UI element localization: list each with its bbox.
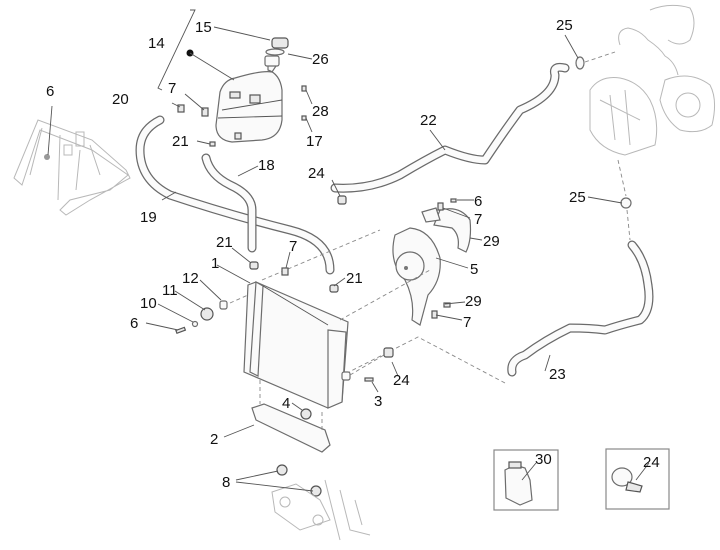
- clamp-24-top: [337, 195, 347, 205]
- dash-line-23-radiator: [342, 336, 506, 384]
- callout-7-fan-top: 7: [474, 211, 482, 228]
- callout-6-radiator: 6: [130, 315, 138, 332]
- clip-nut-7-fan-top: [437, 202, 444, 211]
- callout-15: 15: [195, 19, 212, 36]
- callout-21-tank: 21: [172, 133, 189, 150]
- callout-21-right: 21: [346, 270, 363, 287]
- spacer-12: [219, 300, 228, 310]
- hose-18: [201, 153, 257, 253]
- callout-23: 23: [549, 366, 566, 383]
- dash-line-23: [626, 209, 631, 241]
- tank-assembly-bracket: [157, 9, 196, 91]
- leader-lines: [47, 26, 650, 492]
- clip-nut-7-fan-bottom: [431, 310, 438, 319]
- callout-29-tank: 28: [312, 103, 329, 120]
- dash-line-22: [584, 51, 616, 63]
- engine-block: [589, 4, 716, 156]
- rubber-mount-11: [200, 307, 214, 321]
- screw-17: [301, 115, 307, 121]
- dash-line-24: [349, 354, 385, 376]
- washer-10: [191, 320, 199, 328]
- frame-mount: [271, 479, 371, 541]
- callout-5: 5: [470, 261, 478, 278]
- grommet-8-left: [276, 464, 288, 476]
- clamp-24-bottom: [383, 347, 394, 358]
- frame-section: [13, 119, 131, 216]
- lower-bracket: [251, 380, 331, 453]
- callout-14: 14: [148, 35, 165, 52]
- dash-line-mount: [229, 294, 249, 304]
- screw-3: [364, 377, 374, 382]
- callout-21-left: 21: [216, 234, 233, 251]
- clip-20: [177, 104, 185, 113]
- callout-labels: 14 15 26 7 20 6 28 17 21 18 19 24 22 25 …: [46, 17, 660, 491]
- callout-20: 20: [112, 91, 129, 108]
- callout-10: 10: [140, 295, 157, 312]
- callout-17: 17: [306, 133, 323, 150]
- clamp-21-right: [329, 284, 339, 293]
- callout-6-frame: 6: [46, 83, 54, 100]
- hose-23: [507, 240, 654, 377]
- callout-25-right: 25: [569, 189, 586, 206]
- hose-22: [330, 62, 570, 193]
- frame-screw: [44, 154, 50, 160]
- callout-18: 18: [258, 157, 275, 174]
- callout-12: 12: [182, 270, 199, 287]
- clamp-21-left: [249, 261, 259, 270]
- callout-1: 1: [211, 255, 219, 272]
- callout-3: 3: [374, 393, 382, 410]
- nut-4: [300, 408, 312, 420]
- callout-24-top: 24: [308, 165, 325, 182]
- hose-clamp-25-right: [620, 197, 632, 209]
- detail-box-30: [493, 449, 559, 511]
- callout-7-tank: 7: [168, 80, 176, 97]
- clip-nut-7-top: [201, 107, 209, 117]
- dash-line-engine: [617, 159, 627, 197]
- screw-29-fan: [443, 302, 451, 308]
- fan-shroud: [421, 207, 472, 253]
- callout-2: 2: [210, 431, 218, 448]
- detail-box-27: [605, 448, 670, 510]
- hose-clamp-25-top: [575, 56, 585, 70]
- callout-27: 24: [643, 454, 660, 471]
- clip-nut-7-radiator: [281, 267, 289, 276]
- expansion-tank: [215, 55, 283, 143]
- callout-6-fan: 6: [474, 193, 482, 210]
- callout-25-top: 25: [556, 17, 573, 34]
- screw-29-top: [301, 85, 307, 92]
- cap-seal: [265, 48, 285, 56]
- callout-24-bottom: 24: [393, 372, 410, 389]
- screw-6-radiator: [175, 326, 187, 335]
- callout-26: 26: [312, 51, 329, 68]
- callout-7-radiator: 7: [289, 238, 297, 255]
- callout-11: 11: [162, 282, 178, 299]
- hose-19: [135, 115, 335, 275]
- callout-4: 4: [282, 395, 290, 412]
- callout-29-fan: 29: [465, 293, 482, 310]
- clamp-21-top: [209, 141, 216, 147]
- callout-19: 19: [140, 209, 157, 226]
- callout-8: 8: [222, 474, 230, 491]
- filler-cap: [271, 37, 289, 49]
- cooling-fan: [392, 227, 441, 326]
- callout-30: 30: [535, 451, 552, 468]
- radiator: [243, 281, 351, 409]
- screw-6-fan: [450, 198, 457, 203]
- callout-28: 29: [483, 233, 500, 250]
- callout-22: 22: [420, 112, 437, 129]
- callout-7-fan-bottom: 7: [463, 314, 471, 331]
